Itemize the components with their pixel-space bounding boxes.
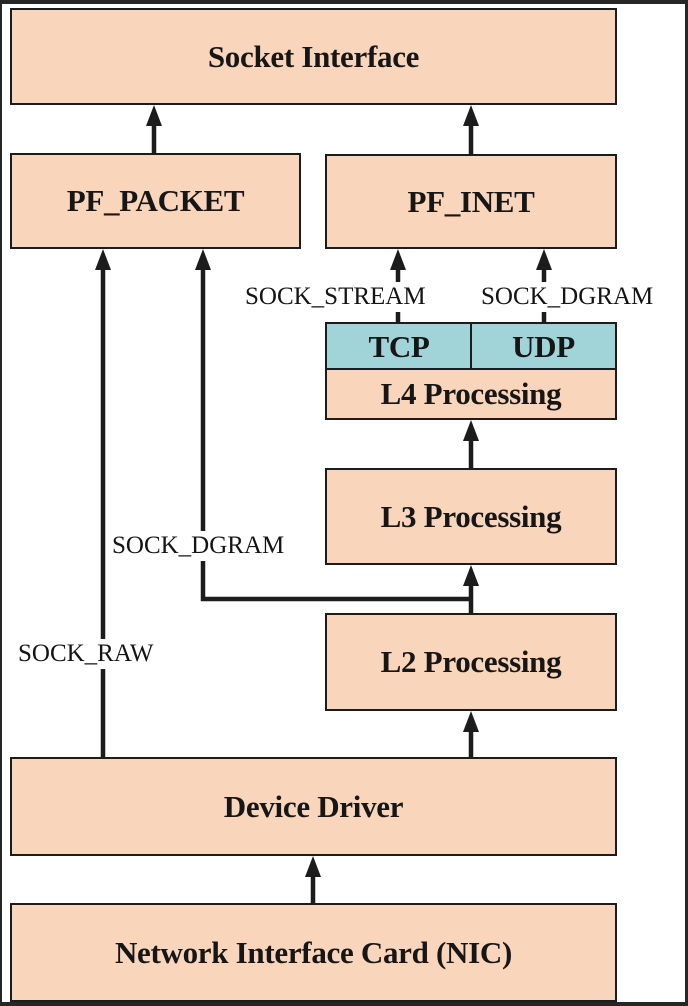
socket-interface-box: Socket Interface (10, 8, 617, 105)
tcp-box: TCP (325, 322, 473, 371)
sock-stream-label: SOCK_STREAM (243, 282, 428, 312)
arrowhead-l4 (463, 420, 479, 441)
udp-box: UDP (470, 322, 617, 371)
diagram-canvas: Socket Interface PF_PACKET PF_INET TCP U… (2, 4, 685, 1002)
sock-dgram-packet-label: SOCK_DGRAM (110, 531, 287, 561)
pf-inet-label: PF_INET (407, 183, 535, 219)
l4-processing-box: L4 Processing (325, 368, 617, 420)
device-driver-label: Device Driver (223, 788, 404, 824)
pf-packet-box: PF_PACKET (10, 153, 301, 249)
pf-packet-label: PF_PACKET (66, 183, 245, 218)
tcp-label: TCP (368, 328, 430, 364)
arrowhead-driver (305, 856, 321, 877)
l2-processing-box: L2 Processing (325, 613, 617, 711)
edge-l2-to-pf-packet (200, 266, 471, 602)
pf-inet-box: PF_INET (325, 154, 617, 249)
arrowhead-l3 (463, 565, 479, 586)
l3-processing-box: L3 Processing (325, 468, 617, 565)
l2-processing-label: L2 Processing (380, 644, 562, 679)
sock-dgram-inet-label: SOCK_DGRAM (479, 282, 656, 312)
arrowhead-socket-left (146, 105, 162, 126)
arrowhead-l2 (463, 711, 479, 732)
device-driver-box: Device Driver (10, 757, 617, 856)
socket-interface-label: Socket Interface (207, 38, 420, 74)
arrowhead-pf-inet-dgram (536, 249, 552, 270)
nic-box: Network Interface Card (NIC) (10, 903, 617, 1002)
arrowhead-socket-right (463, 105, 479, 126)
l4-processing-label: L4 Processing (380, 376, 562, 411)
arrowhead-pf-packet-raw (95, 249, 111, 270)
nic-label: Network Interface Card (NIC) (114, 934, 513, 970)
arrowhead-pf-packet-dgram (195, 249, 211, 270)
l3-processing-label: L3 Processing (380, 498, 562, 534)
arrowhead-pf-inet-stream (390, 249, 406, 270)
udp-label: UDP (512, 328, 575, 364)
sock-raw-label: SOCK_RAW (16, 639, 156, 669)
